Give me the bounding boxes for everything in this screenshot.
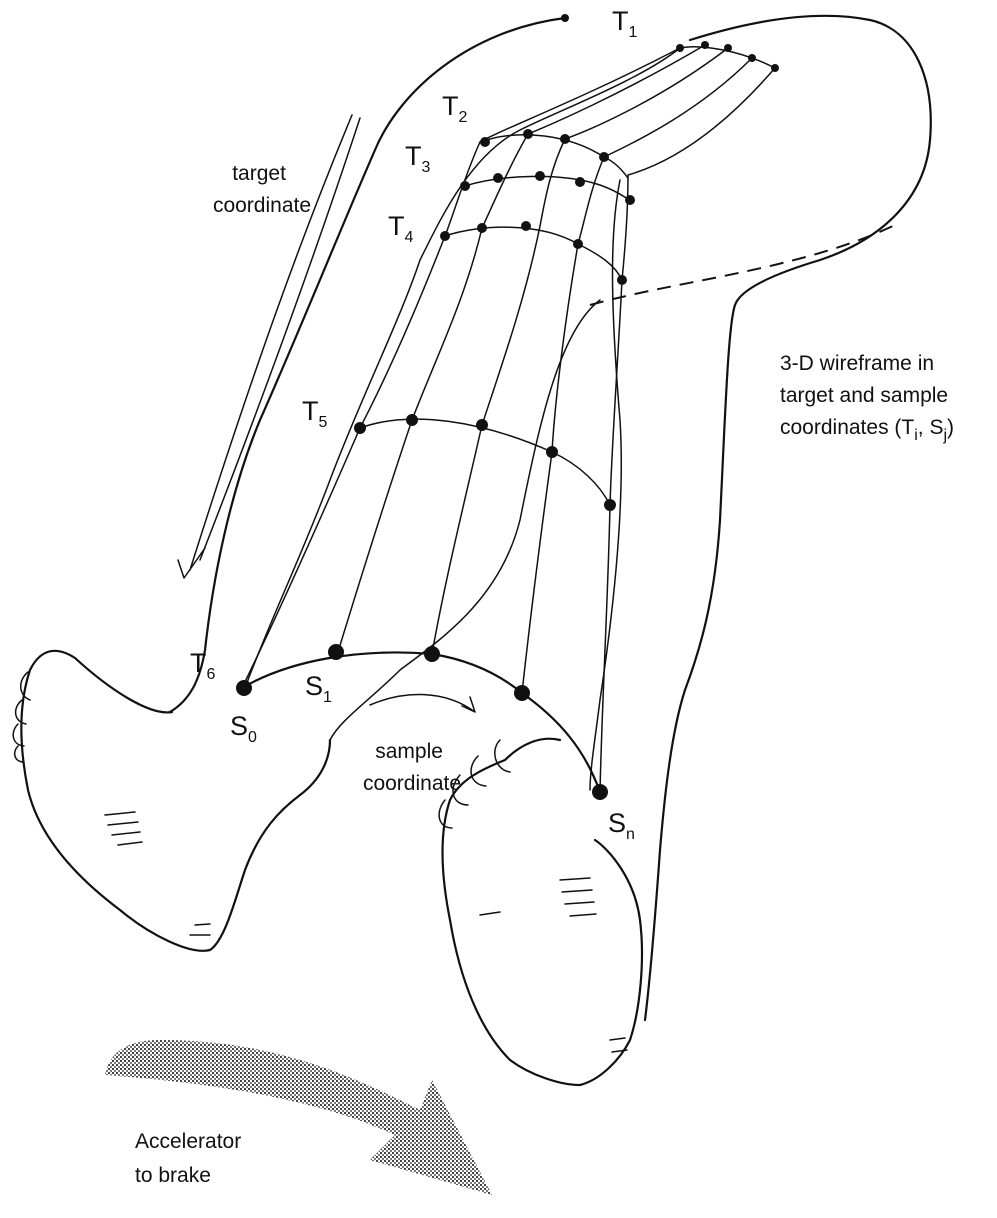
- wireframe-description: 3-D wireframe in target and sample coord…: [780, 352, 954, 444]
- sample-coordinate-arrow: [370, 695, 475, 712]
- label-t5: T5: [302, 396, 328, 431]
- label-s0: S0: [230, 711, 257, 746]
- sample-coordinate-label: sample coordinate: [363, 740, 461, 795]
- left-foot: [21, 651, 330, 951]
- left-sole-crease: [105, 812, 210, 935]
- right-sole-crease: [480, 878, 627, 1052]
- knee-dashed-line: [590, 225, 895, 305]
- label-s1: S1: [305, 671, 332, 706]
- label-t3: T3: [405, 141, 431, 176]
- thigh-outline: [645, 16, 931, 1020]
- label-t4: T4: [388, 211, 414, 246]
- accelerator-to-brake-label: Accelerator to brake: [135, 1130, 247, 1187]
- right-foot: [443, 739, 642, 1085]
- label-t1: T1: [612, 6, 638, 41]
- label-t6: T6: [190, 648, 216, 683]
- target-coordinate-label: target coordinate: [213, 162, 311, 217]
- label-t2: T2: [442, 91, 468, 126]
- label-sn: Sn: [608, 808, 635, 843]
- leg-outline-back: [170, 18, 565, 712]
